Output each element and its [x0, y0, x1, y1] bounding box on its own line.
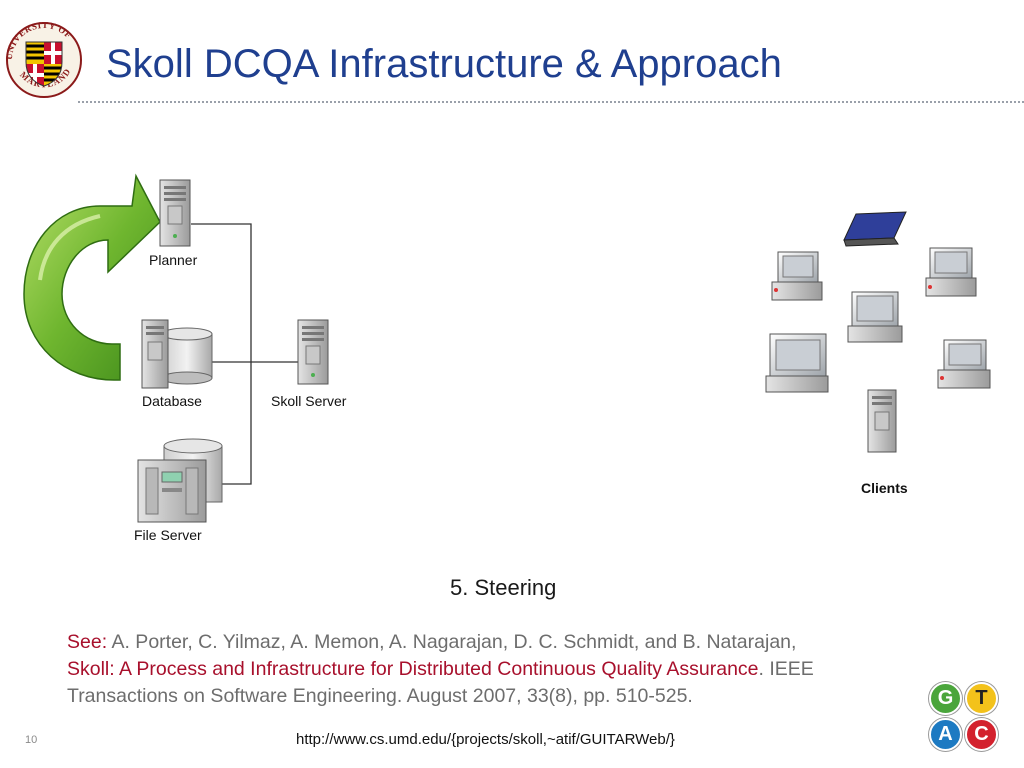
gtac-letter-g: G: [929, 682, 962, 715]
client-desktop-icon: [937, 339, 991, 389]
reference-see: See:: [67, 631, 108, 653]
page-number: 10: [25, 734, 38, 746]
file-server-icon: [137, 438, 223, 523]
circular-arrow-icon: [23, 173, 161, 381]
university-of-maryland-logo: UNIVERSITY OF MARYLAND: [4, 20, 82, 98]
reference-venue-b: Transactions on Software Engineering. Au…: [67, 685, 693, 707]
planner-server-icon: [159, 179, 191, 247]
client-desktop-icon: [847, 291, 903, 343]
connection-lines: [191, 223, 298, 485]
slide-title: Skoll DCQA Infrastructure & Approach: [106, 42, 782, 86]
planner-label: Planner: [149, 252, 198, 268]
reference-paper-title: Skoll: A Process and Infrastructure for …: [67, 658, 759, 680]
file-server-label: File Server: [134, 527, 202, 543]
reference-venue-a: . IEEE: [758, 658, 814, 680]
reference-citation: See: A. Porter, C. Yilmaz, A. Memon, A. …: [67, 629, 947, 710]
client-desktop-icon: [771, 251, 823, 301]
title-divider: [78, 101, 1024, 103]
footer-url: http://www.cs.umd.edu/{projects/skoll,~a…: [296, 731, 675, 748]
database-icon: [141, 319, 213, 389]
client-laptop-icon: [843, 211, 907, 247]
diagram-caption: 5. Steering: [450, 575, 557, 600]
database-label: Database: [142, 393, 202, 409]
gtac-logo: G T A C: [928, 682, 1000, 754]
reference-authors: A. Porter, C. Yilmaz, A. Memon, A. Nagar…: [107, 631, 797, 653]
client-desktop-icon: [765, 333, 829, 393]
client-tower-icon: [867, 389, 897, 453]
skoll-server-icon: [297, 319, 329, 385]
skoll-server-label: Skoll Server: [271, 393, 347, 409]
clients-label: Clients: [861, 480, 908, 496]
gtac-letter-a: A: [929, 718, 962, 751]
infrastructure-diagram: [23, 173, 991, 523]
client-desktop-icon: [925, 247, 977, 297]
gtac-letter-c: C: [965, 718, 998, 751]
gtac-letter-t: T: [965, 682, 998, 715]
